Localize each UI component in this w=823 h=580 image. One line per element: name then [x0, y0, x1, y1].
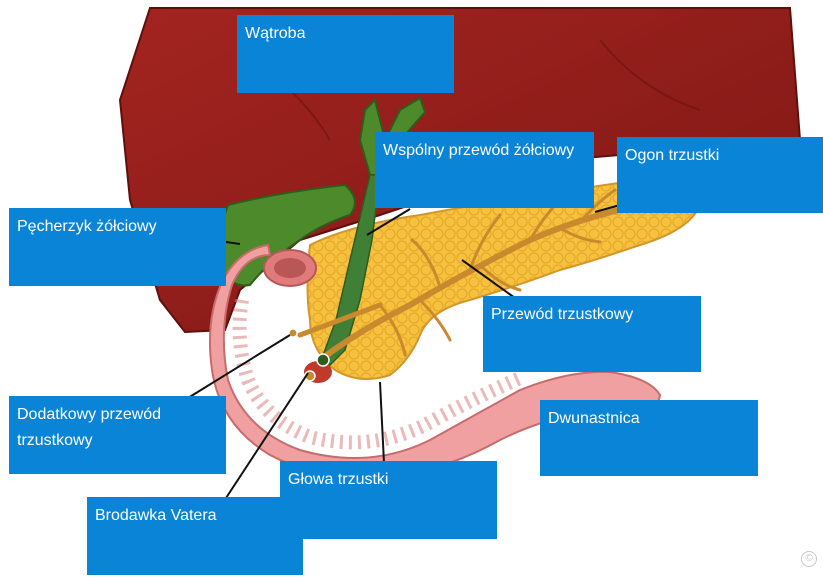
label-pancreatic-duct-text: Przewód trzustkowy	[491, 306, 633, 323]
label-vater-papilla-text: Brodawka Vatera	[95, 507, 217, 524]
label-liver-text: Wątroba	[245, 25, 305, 42]
label-accessory-pancreatic-duct[interactable]: Dodatkowy przewód trzustkowy	[9, 396, 226, 474]
label-pancreas-tail[interactable]: Ogon trzustki	[617, 137, 823, 213]
label-common-bile-duct[interactable]: Wspólny przewód żółciowy	[375, 132, 594, 208]
label-common-bile-duct-text: Wspólny przewód żółciowy	[383, 142, 574, 159]
label-duodenum[interactable]: Dwunastnica	[540, 400, 758, 476]
label-pancreas-tail-text: Ogon trzustki	[625, 147, 719, 164]
label-pancreatic-duct[interactable]: Przewód trzustkowy	[483, 296, 701, 372]
label-vater-papilla[interactable]: Brodawka Vatera	[87, 497, 303, 575]
label-duodenum-text: Dwunastnica	[548, 410, 640, 427]
label-liver[interactable]: Wątroba	[237, 15, 454, 93]
copyright-icon: ©	[801, 551, 817, 567]
label-gallbladder[interactable]: Pęcherzyk żółciowy	[9, 208, 226, 286]
leader-pancreas-head	[380, 382, 384, 463]
label-gallbladder-text: Pęcherzyk żółciowy	[17, 218, 157, 235]
label-accessory-pancreatic-duct-text: Dodatkowy przewód trzustkowy	[17, 406, 161, 449]
label-pancreas-head-text: Głowa trzustki	[288, 471, 388, 488]
leader-accessory-duct	[188, 335, 290, 398]
label-pancreas-head[interactable]: Głowa trzustki	[280, 461, 497, 539]
